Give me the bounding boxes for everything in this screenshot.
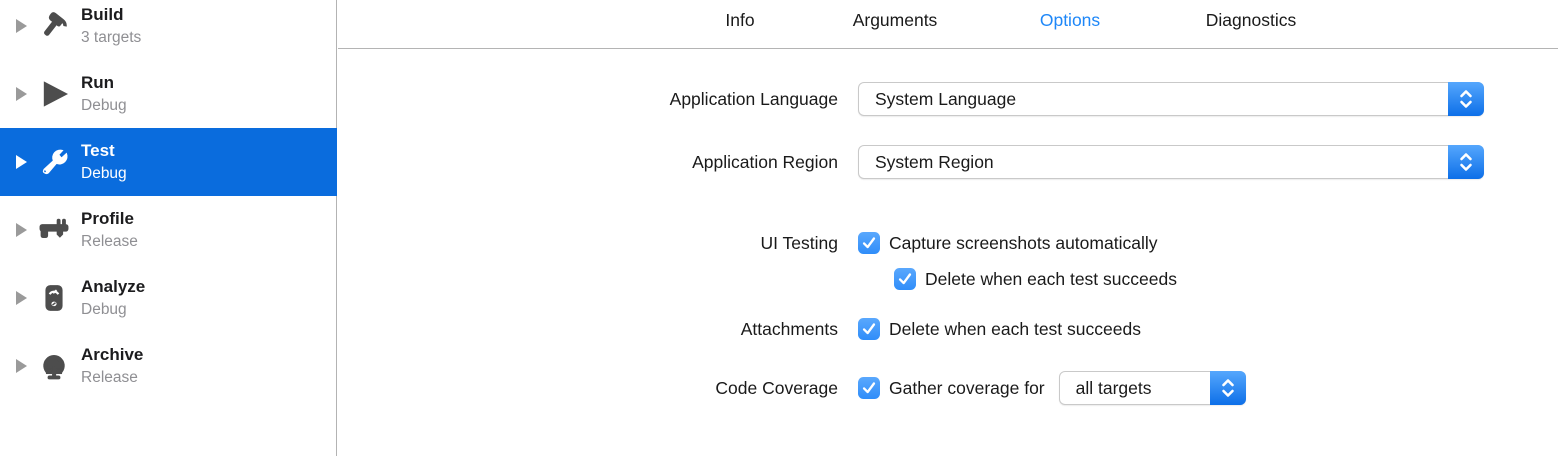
scheme-phase-sidebar: Build 3 targets Run Debug Test Debug <box>0 0 337 456</box>
application-language-label: Application Language <box>669 88 838 109</box>
phase-subtitle: Debug <box>81 165 127 183</box>
application-region-popup[interactable]: System Region <box>858 145 1484 179</box>
disclosure-triangle-icon[interactable] <box>16 291 27 305</box>
phase-subtitle: Release <box>81 369 138 387</box>
application-region-label: Application Region <box>692 151 838 172</box>
tab-options[interactable]: Options <box>1039 10 1101 30</box>
disclosure-triangle-icon[interactable] <box>16 359 27 373</box>
phase-title: Profile <box>81 209 134 229</box>
sidebar-item-run[interactable]: Run Debug <box>0 60 337 128</box>
sidebar-item-profile[interactable]: Profile Release <box>0 196 337 264</box>
sidebar-item-test[interactable]: Test Debug <box>0 128 337 196</box>
capture-screenshots-label: Capture screenshots automatically <box>889 232 1158 253</box>
popup-stepper-icon <box>1448 145 1484 179</box>
tab-bar: Info Arguments Options Diagnostics <box>338 0 1558 49</box>
disclosure-triangle-icon[interactable] <box>16 19 27 33</box>
scheme-options-pane: Info Arguments Options Diagnostics Appli… <box>338 0 1558 456</box>
disclosure-triangle-icon[interactable] <box>16 87 27 101</box>
code-coverage-row: Code Coverage Gather coverage for all ta… <box>338 371 1246 405</box>
wrench-icon <box>37 145 71 179</box>
popup-stepper-icon <box>1448 82 1484 116</box>
delete-on-success-label: Delete when each test succeeds <box>925 268 1177 289</box>
disclosure-triangle-icon[interactable] <box>16 155 27 169</box>
tab-info[interactable]: Info <box>725 10 755 30</box>
sidebar-item-build[interactable]: Build 3 targets <box>0 0 337 60</box>
coverage-targets-popup[interactable]: all targets <box>1058 371 1246 405</box>
play-icon <box>37 77 71 111</box>
attachments-label: Attachments <box>740 318 838 339</box>
application-language-row: Application Language System Language <box>338 82 1484 116</box>
gather-coverage-label: Gather coverage for <box>889 377 1045 398</box>
disclosure-triangle-icon[interactable] <box>16 223 27 237</box>
tab-diagnostics[interactable]: Diagnostics <box>1205 10 1297 30</box>
application-region-row: Application Region System Region <box>338 145 1484 179</box>
caliper-icon <box>37 213 71 247</box>
ui-testing-label: UI Testing <box>760 232 839 253</box>
sidebar-item-analyze[interactable]: Analyze Debug <box>0 264 337 332</box>
phase-title: Test <box>81 141 115 161</box>
phase-subtitle: 3 targets <box>81 29 142 47</box>
clamp-icon <box>37 349 71 383</box>
phase-title: Build <box>81 5 124 25</box>
hammer-icon <box>37 9 71 43</box>
ui-testing-delete-row: Delete when each test succeeds <box>338 267 1177 291</box>
phase-subtitle: Debug <box>81 97 127 115</box>
popup-selected-value: System Region <box>875 151 994 172</box>
application-language-popup[interactable]: System Language <box>858 82 1484 116</box>
capture-screenshots-checkbox[interactable] <box>858 232 880 254</box>
phase-subtitle: Release <box>81 233 138 251</box>
phase-title: Archive <box>81 345 144 365</box>
sidebar-item-archive[interactable]: Archive Release <box>0 332 337 400</box>
ui-testing-row: UI Testing Capture screenshots automatic… <box>338 231 1157 255</box>
phase-title: Run <box>81 73 115 93</box>
delete-on-success-checkbox[interactable] <box>894 268 916 290</box>
phase-subtitle: Debug <box>81 301 127 319</box>
attachments-delete-checkbox[interactable] <box>858 318 880 340</box>
attachments-delete-label: Delete when each test succeeds <box>889 318 1141 339</box>
popup-stepper-icon <box>1209 371 1246 405</box>
phase-title: Analyze <box>81 277 146 297</box>
popup-selected-value: all targets <box>1075 377 1152 398</box>
popup-selected-value: System Language <box>875 88 1017 109</box>
tab-arguments[interactable]: Arguments <box>852 10 938 30</box>
code-coverage-label: Code Coverage <box>715 377 838 398</box>
attachments-row: Attachments Delete when each test succee… <box>338 317 1141 341</box>
gather-coverage-checkbox[interactable] <box>858 377 880 399</box>
meter-icon <box>37 281 71 315</box>
